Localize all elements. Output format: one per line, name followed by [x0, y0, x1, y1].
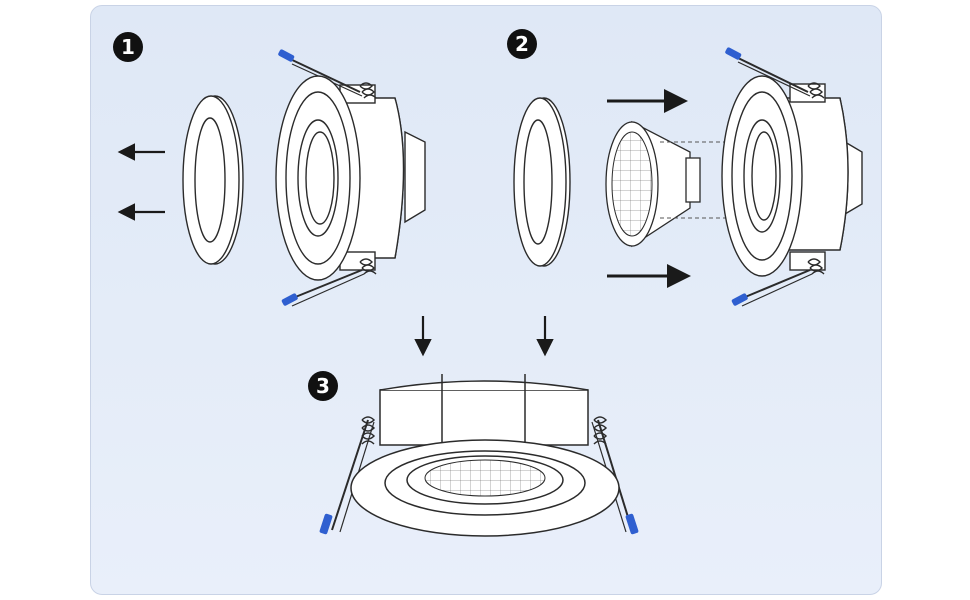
svg-text:2: 2 [515, 32, 529, 56]
trim-ring-2 [513, 97, 571, 267]
spring-clip-tip [625, 513, 639, 535]
spring-clip-tip [731, 293, 748, 306]
trim-ring-1 [182, 95, 244, 265]
svg-text:3: 3 [316, 374, 330, 398]
step-badge-1: 1 [113, 32, 143, 62]
downlight-housing-2 [721, 55, 863, 307]
mr16-lamp [605, 120, 701, 248]
spring-clip-tip [281, 293, 298, 306]
assembled-downlight [331, 374, 633, 537]
step-badge-2: 2 [507, 29, 537, 59]
downlight-housing-1 [275, 57, 426, 307]
spring-clip-tip [278, 49, 295, 62]
spring-clip-tip [319, 513, 333, 535]
spring-clip-tip [725, 47, 742, 60]
svg-text:1: 1 [121, 35, 135, 59]
step-badge-3: 3 [308, 371, 338, 401]
